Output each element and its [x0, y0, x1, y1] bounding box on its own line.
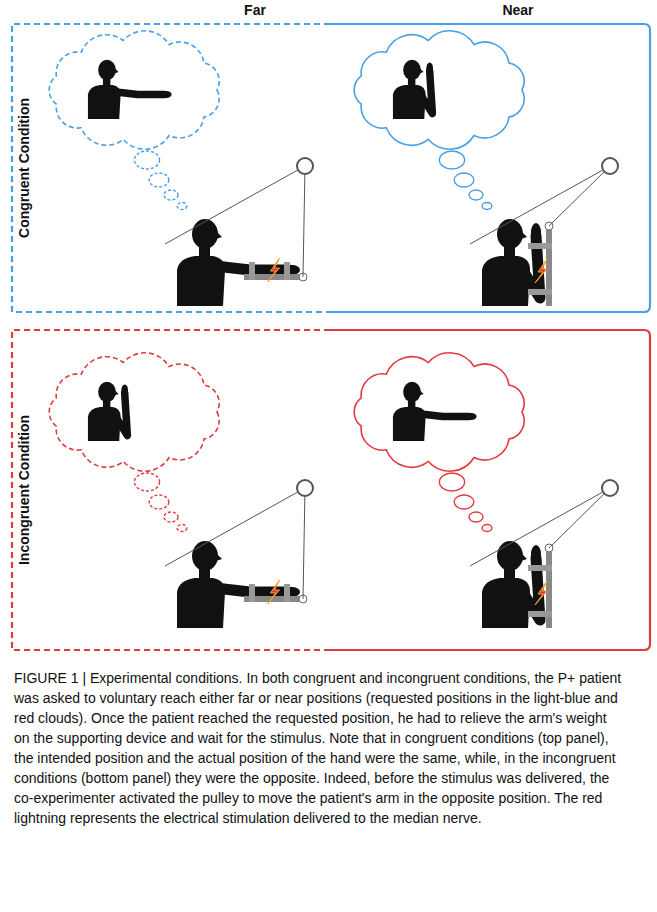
thought-bubble — [439, 151, 464, 169]
pulley-cable — [303, 166, 305, 277]
thought-cloud — [354, 353, 524, 471]
condition-cell — [354, 353, 618, 628]
pulley — [297, 158, 313, 174]
thought-bubble — [469, 512, 483, 522]
pulley-cable — [165, 166, 305, 244]
pulley-cable — [303, 488, 305, 599]
column-header: Far — [244, 2, 266, 18]
thought-bubble — [454, 495, 474, 509]
panel-outline — [12, 330, 650, 650]
thought-cloud — [354, 31, 524, 149]
person-silhouette — [88, 60, 172, 119]
person-silhouette — [177, 541, 300, 628]
electrical-stimulus — [535, 259, 547, 283]
thought-bubble — [164, 512, 178, 522]
person-silhouette — [393, 60, 433, 119]
condition-panel: Congruent Condition — [12, 24, 650, 312]
electrical-stimulus — [268, 580, 280, 604]
person-silhouette — [88, 382, 128, 441]
dashed-border — [12, 330, 330, 650]
thought-bubble — [164, 190, 178, 200]
person-silhouette — [177, 219, 300, 306]
thought-bubble — [469, 190, 483, 200]
thought-bubble — [149, 173, 169, 187]
thought-bubble — [177, 203, 187, 210]
condition-cell — [49, 31, 313, 306]
thought-bubble — [134, 151, 159, 169]
thought-cloud — [49, 31, 219, 149]
solid-border — [330, 24, 650, 312]
pulley-cable — [549, 488, 610, 548]
pulley — [602, 480, 618, 496]
pulley-cable — [165, 488, 305, 566]
condition-cell — [49, 353, 313, 628]
arm-support-device — [528, 222, 553, 306]
thought-bubble — [134, 473, 159, 491]
pulley — [297, 480, 313, 496]
electrical-stimulus — [535, 581, 547, 605]
condition-panel: Incongruent Condition — [12, 330, 650, 650]
person-silhouette — [393, 382, 477, 441]
arm-support-device — [528, 544, 553, 628]
row-label: Congruent Condition — [16, 95, 32, 241]
column-header: Near — [502, 2, 533, 18]
panel-outline — [12, 24, 650, 312]
thought-bubble — [482, 203, 492, 210]
figure-caption: FIGURE 1 | Experimental conditions. In b… — [14, 668, 624, 828]
thought-bubble — [439, 473, 464, 491]
pulley-cable — [470, 166, 610, 244]
dashed-border — [12, 24, 330, 312]
pulley-cable — [470, 488, 610, 566]
electrical-stimulus — [268, 258, 280, 282]
thought-bubble — [177, 525, 187, 532]
thought-bubble — [454, 173, 474, 187]
thought-cloud — [49, 353, 219, 471]
pulley-cable — [549, 166, 610, 226]
solid-border — [330, 330, 650, 650]
row-label: Incongruent Condition — [16, 412, 32, 568]
thought-bubble — [149, 495, 169, 509]
thought-bubble — [482, 525, 492, 532]
condition-cell — [354, 31, 618, 306]
pulley — [602, 158, 618, 174]
